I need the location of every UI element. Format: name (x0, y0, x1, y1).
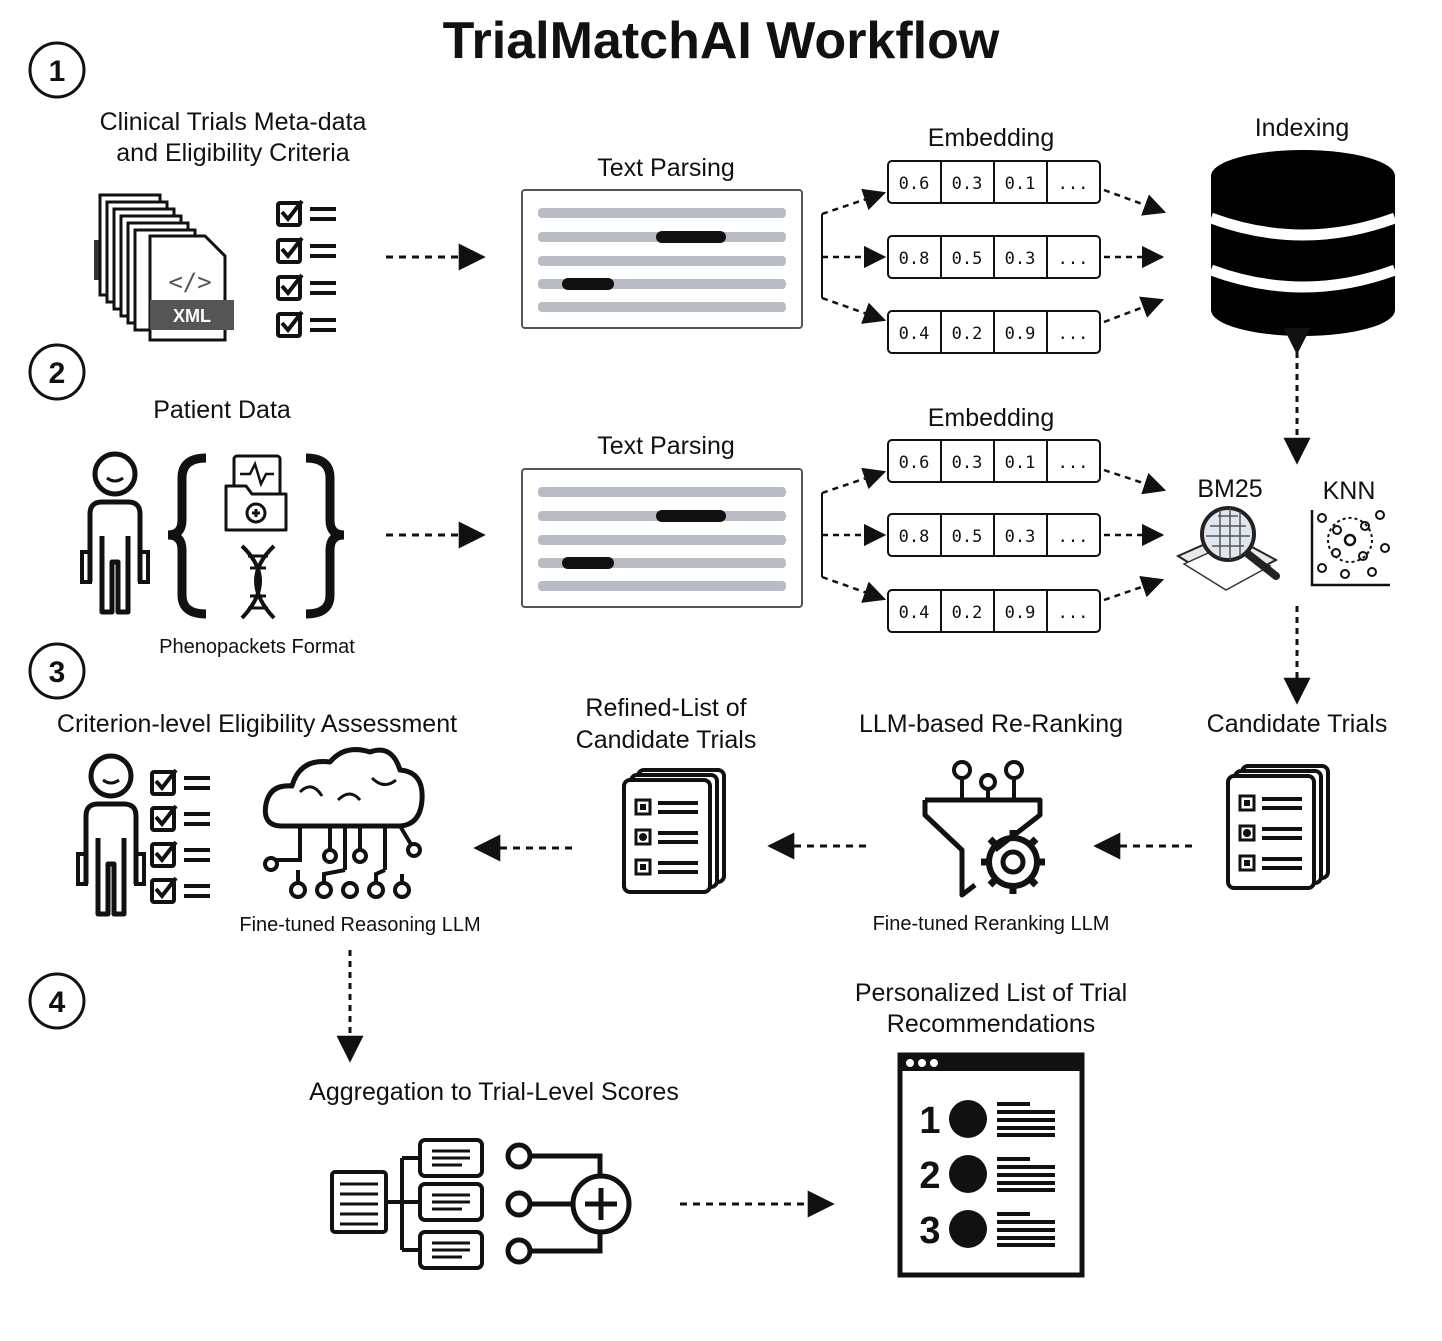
xml-badge: XML (173, 306, 211, 326)
svg-text:</>: </> (168, 268, 211, 296)
aggregation-tree-icon (330, 1138, 484, 1270)
indexing-label: Indexing (1255, 114, 1350, 142)
embedding-value: 0.6 (899, 174, 930, 194)
embedding-value: 0.1 (1005, 453, 1036, 473)
step-number: 3 (49, 656, 66, 689)
aggregation-label: Aggregation to Trial-Level Scores (309, 1078, 679, 1106)
step-number: 2 (49, 357, 66, 390)
embedding-value: ... (1058, 527, 1089, 547)
patient-data-label: Patient Data (153, 396, 291, 424)
medical-folder-icon (224, 454, 288, 532)
trials-source-label: Clinical Trials Meta-data (100, 108, 367, 136)
embedding-value: 0.2 (952, 324, 983, 344)
refined-list-label: Refined-List of (585, 694, 746, 722)
embedding-label: Embedding (928, 124, 1054, 152)
rank-number: 2 (919, 1155, 940, 1197)
step-number: 1 (49, 55, 66, 88)
rank-number: 3 (919, 1210, 940, 1252)
embedding-value: ... (1058, 174, 1089, 194)
embedding-value: ... (1058, 603, 1089, 623)
bm25-label: BM25 (1197, 475, 1262, 503)
trials-source-label: and Eligibility Criteria (116, 139, 350, 167)
refined-list-label: Candidate Trials (576, 726, 757, 754)
embedding-value: 0.9 (1005, 324, 1036, 344)
person-icon (78, 756, 144, 914)
reasoning-llm-label: Fine-tuned Reasoning LLM (239, 914, 480, 936)
trial-list-icon (1226, 764, 1330, 890)
step-number: 4 (49, 986, 66, 1019)
phenopackets-format-label: Phenopackets Format (159, 636, 355, 658)
embedding-value: 0.3 (952, 174, 983, 194)
embedding-vector-2: 0.8 0.5 0.3 ... (887, 513, 1101, 557)
embedding-vector-3: 0.4 0.2 0.9 ... (887, 589, 1101, 633)
magnifier-icon (1175, 506, 1280, 591)
embedding-value: 0.9 (1005, 603, 1036, 623)
database-icon (1209, 150, 1397, 336)
embedding-vector-1: 0.6 0.3 0.1 ... (887, 439, 1101, 483)
ranked-list-window-icon: 1 2 3 (897, 1052, 1085, 1278)
scatter-plot-icon (1310, 510, 1390, 587)
step-marker-4: 4 (28, 972, 86, 1030)
embedding-value: 0.6 (899, 453, 930, 473)
rank-number: 1 (919, 1100, 940, 1142)
embedding-value: 0.3 (1005, 527, 1036, 547)
person-icon (82, 454, 148, 612)
reranking-llm-label: Fine-tuned Reranking LLM (873, 913, 1110, 935)
embedding-value: 0.2 (952, 603, 983, 623)
assessment-label: Criterion-level Eligibility Assessment (57, 710, 457, 738)
embedding-value: 0.5 (952, 527, 983, 547)
checklist-icon (150, 768, 212, 904)
candidate-trials-label: Candidate Trials (1207, 710, 1388, 738)
document-lines-icon (521, 468, 803, 608)
embedding-value: 0.1 (1005, 174, 1036, 194)
knn-label: KNN (1323, 477, 1376, 505)
parsing-label: Text Parsing (597, 432, 735, 460)
xml-document-stack-icon: </> XML (94, 193, 234, 342)
personalized-list-label: Recommendations (887, 1010, 1095, 1038)
embedding-value: ... (1058, 324, 1089, 344)
embedding-value: 0.4 (899, 603, 930, 623)
curly-brace-icon (167, 453, 345, 619)
step-marker-3: 3 (28, 642, 86, 700)
embedding-vector-2: 0.8 0.5 0.3 ... (887, 235, 1101, 279)
embedding-value: 0.8 (899, 249, 930, 269)
embedding-label: Embedding (928, 404, 1054, 432)
page-title: TrialMatchAI Workflow (443, 12, 1000, 70)
embedding-vector-3: 0.4 0.2 0.9 ... (887, 310, 1101, 354)
document-lines-icon (521, 189, 803, 329)
checklist-icon (276, 199, 338, 338)
personalized-list-label: Personalized List of Trial (855, 979, 1127, 1007)
funnel-gear-icon (922, 760, 1045, 898)
dna-icon (240, 544, 276, 620)
trial-list-icon (622, 768, 726, 894)
step-marker-2: 2 (28, 343, 86, 401)
embedding-value: 0.4 (899, 324, 930, 344)
embedding-vector-1: 0.6 0.3 0.1 ... (887, 160, 1101, 204)
cloud-circuit-icon (262, 747, 425, 899)
plus-merge-icon (505, 1142, 632, 1265)
reranking-label: LLM-based Re-Ranking (859, 710, 1123, 738)
embedding-value: ... (1058, 249, 1089, 269)
step-marker-1: 1 (28, 41, 86, 99)
embedding-value: ... (1058, 453, 1089, 473)
embedding-value: 0.8 (899, 527, 930, 547)
embedding-value: 0.5 (952, 249, 983, 269)
embedding-value: 0.3 (1005, 249, 1036, 269)
parsing-label: Text Parsing (597, 154, 735, 182)
embedding-value: 0.3 (952, 453, 983, 473)
